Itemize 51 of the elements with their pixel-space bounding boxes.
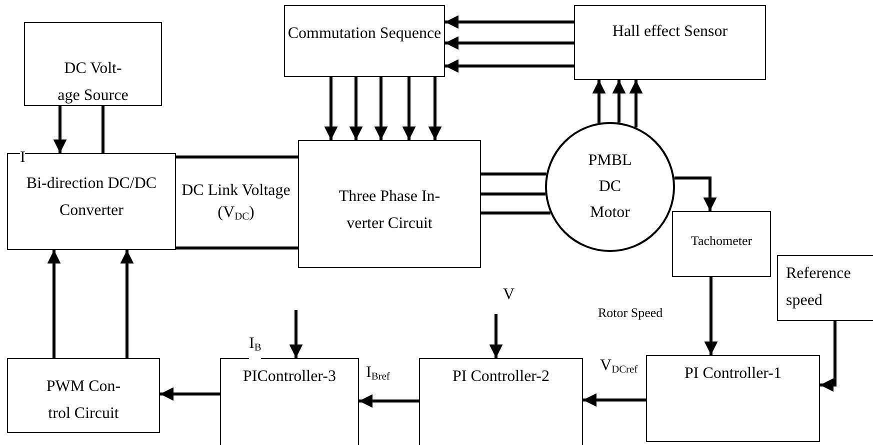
arrow [583,393,646,407]
node-label: Reference speed [786,264,852,311]
arrow [402,77,416,140]
process-box [220,358,359,445]
arrow [592,80,606,123]
arrow [674,176,717,211]
arrow [629,80,643,128]
arrow [349,77,363,140]
process-box [646,355,820,442]
node-label: PMBL DC Motor [587,151,633,223]
connector-line [176,246,298,250]
process-box [777,255,873,321]
process-box [574,5,766,80]
connector-line [481,172,546,176]
arrow [374,77,388,140]
node-label: DC Volt- age Source [56,59,130,106]
arrow [445,59,574,73]
node-label: Bi-direction DC/DC Converter [25,174,158,221]
connector-line [102,106,104,153]
arrow [47,250,61,358]
process-box [419,358,583,445]
node-label: Commutation Sequence [286,24,442,44]
arrow [704,277,718,355]
node-label: PI Controller-1 [684,364,782,384]
arrow [120,250,134,358]
connector-line [481,212,550,214]
arrow [359,394,419,408]
process-box [24,22,162,106]
arrow [289,310,303,358]
arrow [53,106,67,153]
arrow [820,321,836,392]
node-label: PI Controller-2 [452,367,550,387]
process-box [672,211,771,277]
arrow [428,77,442,140]
arrow [489,314,503,358]
arrow [160,387,220,401]
process-box [284,5,445,77]
node-label: PWM Con- trol Circuit [46,377,121,424]
arrow [612,80,626,123]
arrow [445,15,574,29]
node-label: Three Phase In- verter Circuit [338,187,442,234]
connector-line [176,156,298,158]
node-label: Tachometer [690,232,754,250]
arrow [445,36,574,50]
process-box [7,153,176,250]
process-box [298,140,481,268]
process-box [7,358,160,433]
node-label: PIController-3 [242,367,337,387]
arrow [324,77,338,140]
node-label: Hall effect Sensor [611,22,729,42]
connector-line [481,192,546,196]
